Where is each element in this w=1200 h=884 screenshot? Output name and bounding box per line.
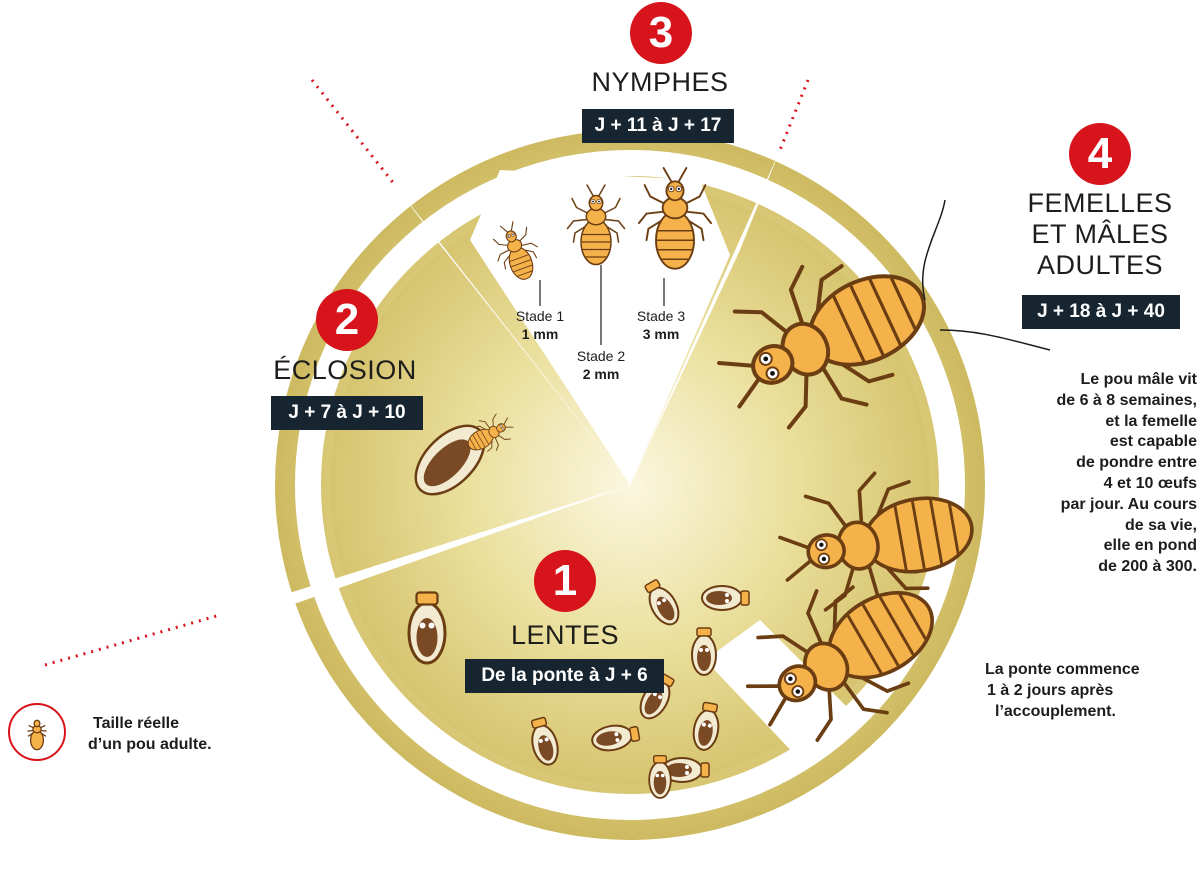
sector-cut-bottom-left — [220, 485, 630, 625]
stage-3-title: NYMPHES — [591, 67, 729, 97]
legend-text: Taille réelle d’un pou adulte. — [88, 715, 212, 753]
stage-2-period: J + 7 à J + 10 — [271, 396, 423, 430]
adult-lifespan-note: Le pou mâle vit de 6 à 8 semaines, et la… — [1056, 371, 1197, 576]
stage-3-badge: 3 — [630, 2, 692, 64]
stage-4-badge: 4 — [1069, 123, 1131, 185]
stage-1-title: LENTES — [510, 620, 620, 650]
ring-gap — [295, 150, 965, 820]
stage-3-period: J + 11 à J + 17 — [582, 109, 734, 143]
sector-cut-left — [395, 185, 630, 485]
stage-1-period: De la ponte à J + 6 — [465, 659, 664, 693]
louse-icon — [27, 719, 47, 751]
stage-2-badge: 2 — [316, 289, 378, 351]
stage-1-badge: 1 — [534, 550, 596, 612]
stage-4-period: J + 18 à J + 40 — [1022, 295, 1180, 329]
stage-2-title: ÉCLOSION — [273, 355, 417, 385]
stage-4-title: FEMELLES ET MÂLES ADULTES — [1027, 188, 1173, 281]
laying-note: La ponte commence 1 à 2 jours après l’ac… — [985, 661, 1140, 720]
